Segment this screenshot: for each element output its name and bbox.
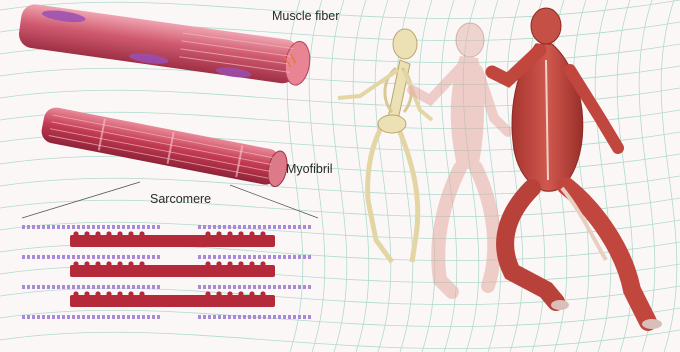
myosin-head [216, 291, 221, 296]
grid-line [595, 0, 611, 352]
label-muscle-fiber: Muscle fiber [272, 9, 339, 23]
grid-line [485, 0, 501, 352]
myosin-head [95, 231, 100, 236]
grid-line [331, 0, 347, 352]
myosin-head [238, 261, 243, 266]
myosin-head [95, 291, 100, 296]
myosin-head [227, 261, 232, 266]
myosin-head [84, 231, 89, 236]
myosin-head [84, 261, 89, 266]
skeleton-figure [338, 29, 432, 262]
myosin-head [128, 231, 133, 236]
myosin-head [117, 291, 122, 296]
myosin-head [238, 231, 243, 236]
myosin-head [106, 261, 111, 266]
myosin-head [73, 261, 78, 266]
myosin-head [117, 231, 122, 236]
grid-line [419, 0, 435, 352]
myosin-head [216, 261, 221, 266]
anatomy-figure [412, 23, 508, 292]
muscle-figure [492, 8, 662, 329]
grid-line [375, 0, 391, 352]
myosin-head [205, 231, 210, 236]
myosin-head [249, 261, 254, 266]
grid-line [661, 0, 677, 352]
myosin-head [128, 291, 133, 296]
myosin-head [260, 231, 265, 236]
myosin-head [260, 291, 265, 296]
myosin-head [139, 291, 144, 296]
thick-filament [70, 265, 275, 277]
myosin-head [139, 261, 144, 266]
myosin-head [238, 291, 243, 296]
myosin-head [249, 291, 254, 296]
myosin-head [260, 261, 265, 266]
myosin-head [205, 291, 210, 296]
myosin-head [117, 261, 122, 266]
label-sarcomere: Sarcomere [150, 192, 211, 206]
myosin-head [216, 231, 221, 236]
myosin-head [73, 231, 78, 236]
myosin-head [249, 231, 254, 236]
thick-filament [70, 295, 275, 307]
myosin-head [128, 261, 133, 266]
label-myofibril: Myofibril [286, 162, 333, 176]
myosin-head [205, 261, 210, 266]
myofibril-illustration [40, 106, 290, 189]
myosin-head [95, 261, 100, 266]
myosin-head [73, 291, 78, 296]
myosin-head [106, 231, 111, 236]
thick-filament [70, 235, 275, 247]
myosin-head [106, 291, 111, 296]
grid-line [507, 0, 523, 352]
myosin-head [227, 291, 232, 296]
myosin-head [84, 291, 89, 296]
myosin-head [139, 231, 144, 236]
muscle-fiber-illustration [17, 3, 312, 88]
myosin-head [227, 231, 232, 236]
sarcomere-illustration [22, 227, 312, 317]
